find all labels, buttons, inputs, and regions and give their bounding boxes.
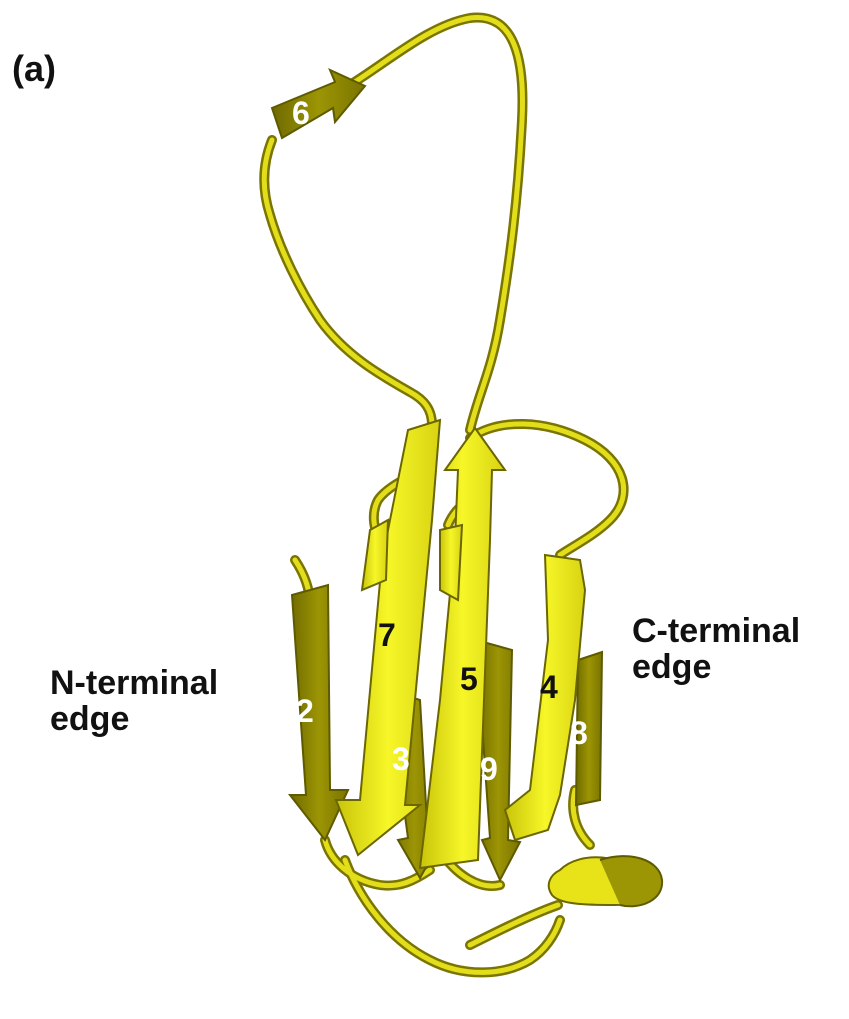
strand-label-7: 7: [378, 617, 396, 653]
helix: [549, 856, 662, 906]
strand-labels: 6 7 5 4 2 3 9 8: [292, 95, 588, 787]
strand-6-arrow: [272, 70, 365, 138]
strand-label-4: 4: [540, 669, 558, 705]
strand-upper-small: [362, 520, 388, 590]
c-terminal-edge-label: C-terminal edge: [632, 614, 800, 685]
strand-label-3: 3: [392, 741, 410, 777]
n-terminal-edge-label: N-terminal edge: [50, 666, 218, 737]
loop-6-left: [264, 140, 432, 425]
panel-label: (a): [12, 50, 56, 88]
n-terminal-line-1: N-terminal: [50, 666, 218, 702]
c-terminal-line-1: C-terminal: [632, 614, 800, 650]
strand-label-9: 9: [480, 751, 498, 787]
strand-label-5: 5: [460, 661, 478, 697]
loop-upper-right: [470, 424, 624, 555]
n-terminal-line-2: edge: [50, 702, 218, 738]
strand-upper-mid: [440, 525, 462, 600]
strand-label-6: 6: [292, 95, 310, 131]
strand-label-2: 2: [296, 693, 314, 729]
c-terminal-line-2: edge: [632, 650, 800, 686]
strand-label-8: 8: [570, 715, 588, 751]
